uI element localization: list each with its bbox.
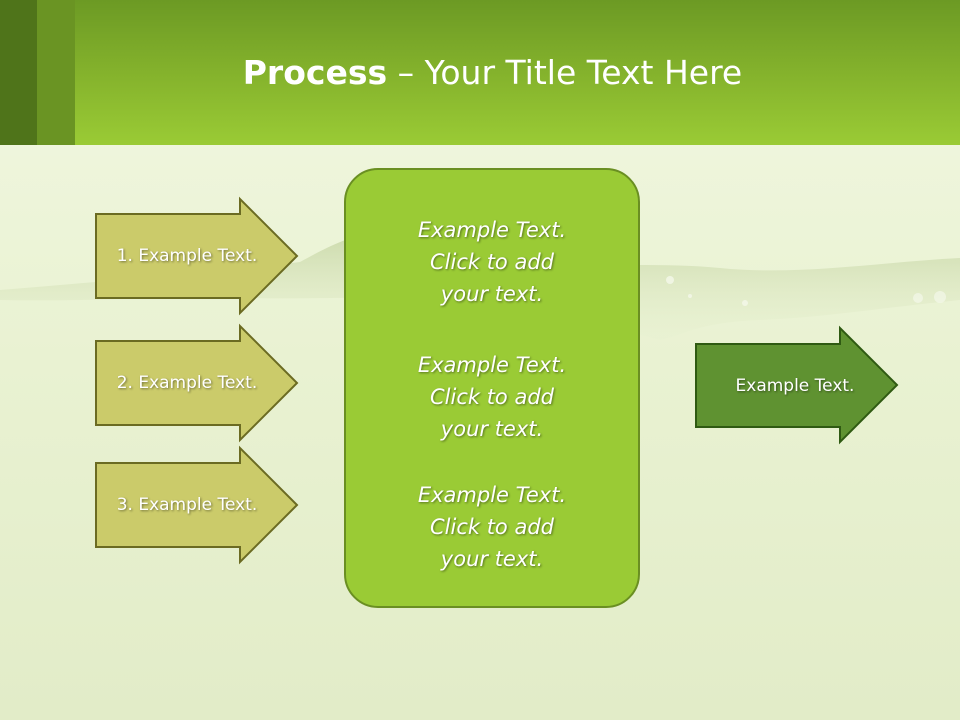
process-text-3-line3: your text. xyxy=(440,547,544,571)
output-label: Example Text. xyxy=(735,375,855,396)
input-arrow-3[interactable] xyxy=(95,445,299,565)
process-box[interactable]: Example Text. Click to add your text. Ex… xyxy=(344,168,640,608)
process-text-1-line2: Click to add xyxy=(429,250,554,274)
input-arrow-1[interactable] xyxy=(95,196,299,316)
process-text-block-2[interactable]: Example Text. Click to add your text. xyxy=(346,349,638,445)
header-stripe-mid xyxy=(37,0,75,145)
process-text-2-line1: Example Text. xyxy=(417,353,567,377)
process-text-2-line2: Click to add xyxy=(429,385,554,409)
title-rest: – Your Title Text Here xyxy=(387,53,743,92)
input-label-3: 3. Example Text. xyxy=(116,495,258,515)
process-text-3-line1: Example Text. xyxy=(417,483,567,507)
input-arrow-2[interactable] xyxy=(95,323,299,443)
process-text-3-line2: Click to add xyxy=(429,515,554,539)
process-text-1-line3: your text. xyxy=(440,282,544,306)
header-stripe-dark xyxy=(0,0,37,145)
process-text-block-3[interactable]: Example Text. Click to add your text. xyxy=(346,479,638,575)
header-bar: Process – Your Title Text Here xyxy=(0,0,960,145)
process-text-1-line1: Example Text. xyxy=(417,218,567,242)
process-text-block-1[interactable]: Example Text. Click to add your text. xyxy=(346,214,638,310)
process-text-2-line3: your text. xyxy=(440,417,544,441)
slide-title: Process – Your Title Text Here xyxy=(0,53,960,92)
title-bold: Process xyxy=(242,53,388,92)
output-arrow[interactable] xyxy=(695,325,899,445)
input-label-1: 1. Example Text. xyxy=(116,246,258,266)
input-label-2: 2. Example Text. xyxy=(116,373,258,393)
